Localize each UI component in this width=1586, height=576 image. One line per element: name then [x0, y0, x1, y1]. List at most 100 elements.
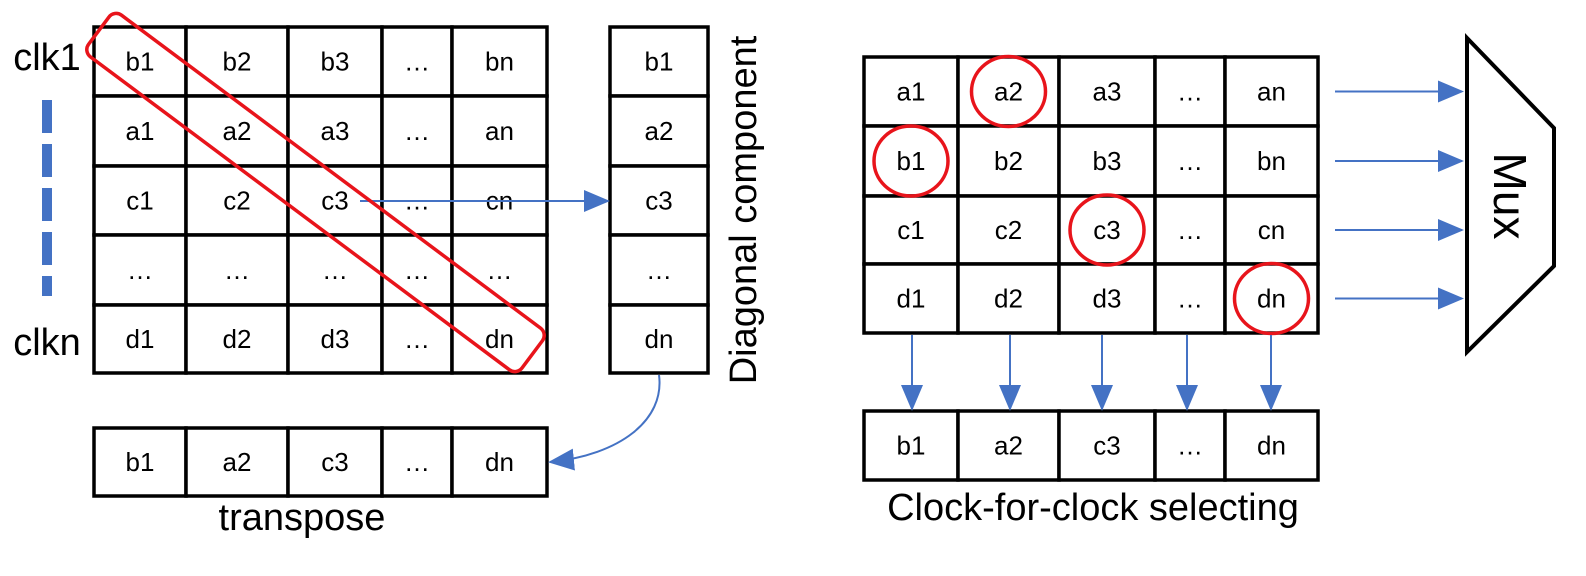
cell-border — [380, 426, 454, 498]
matrix-cell: a3 — [1057, 55, 1157, 128]
cell-border — [608, 25, 710, 98]
matrix-cell: d3 — [1057, 262, 1157, 335]
matrix-cell: a2 — [184, 94, 290, 168]
cell-label: dn — [1257, 284, 1286, 314]
cell-label: a1 — [126, 116, 155, 146]
cell-label: … — [1177, 215, 1203, 245]
matrix-cell: d2 — [956, 262, 1061, 335]
cell-border — [286, 303, 384, 375]
cell-label: b2 — [223, 47, 252, 77]
cell-label: a2 — [223, 447, 252, 477]
cell-border — [450, 94, 549, 168]
matrix-cell: … — [1153, 124, 1227, 198]
cell-label: … — [404, 324, 430, 354]
matrix-cell: c2 — [184, 164, 290, 237]
overlay-layer — [85, 11, 1464, 471]
cell-label: … — [322, 255, 348, 285]
cell-label: … — [404, 447, 430, 477]
diagonal-cell: c3 — [608, 164, 710, 237]
matrix-cell: … — [380, 94, 454, 168]
transpose-cell: … — [380, 426, 454, 498]
cell-label: … — [1177, 431, 1203, 461]
cell-label: c2 — [223, 186, 250, 216]
cell-label: dn — [485, 324, 514, 354]
cell-label: cn — [1258, 215, 1285, 245]
selected-cell-circle — [1068, 193, 1146, 267]
cell-label: b2 — [994, 146, 1023, 176]
cell-label: d3 — [1093, 284, 1122, 314]
cell-border — [862, 124, 960, 198]
diagonal-cell: b1 — [608, 25, 710, 98]
cell-label: a2 — [994, 431, 1023, 461]
cell-border — [286, 426, 384, 498]
cell-label: b1 — [897, 431, 926, 461]
matrix-cell: … — [380, 233, 454, 307]
transpose-cell: a2 — [184, 426, 290, 498]
diagonal-cell: dn — [608, 303, 710, 375]
matrix-cell: a2 — [956, 55, 1061, 128]
cell-label: bn — [1257, 146, 1286, 176]
cell-label: b3 — [1093, 146, 1122, 176]
cell-border — [1153, 262, 1227, 335]
selected-cell: c3 — [1057, 409, 1157, 482]
cell-label: a2 — [645, 116, 674, 146]
transpose-cell: dn — [450, 426, 549, 498]
cell-label: a1 — [897, 77, 926, 107]
cell-label: … — [404, 255, 430, 285]
cell-label: dn — [645, 324, 674, 354]
mux-block — [1465, 33, 1556, 357]
cell-label: c3 — [1093, 431, 1120, 461]
diagonal-highlight — [85, 11, 546, 374]
cell-label: … — [1177, 77, 1203, 107]
cell-label: d2 — [223, 324, 252, 354]
matrix-cell: … — [380, 25, 454, 98]
transpose-cell: c3 — [286, 426, 384, 498]
cell-border — [956, 409, 1061, 482]
transpose-cell: b1 — [92, 426, 188, 498]
cell-border — [92, 426, 188, 498]
cell-border — [184, 164, 290, 237]
matrix-cell: an — [450, 94, 549, 168]
cell-label: … — [224, 255, 250, 285]
matrix-cell: b3 — [286, 25, 384, 98]
cell-label: a3 — [321, 116, 350, 146]
matrix-cell: a1 — [862, 55, 960, 128]
cell-label: b3 — [321, 47, 350, 77]
cell-border — [1057, 262, 1157, 335]
cell-label: … — [1177, 284, 1203, 314]
matrix-cell: b2 — [956, 124, 1061, 198]
selected-cell: dn — [1223, 409, 1320, 482]
selected-cell: a2 — [956, 409, 1061, 482]
cell-label: a2 — [994, 77, 1023, 107]
cell-label: … — [404, 116, 430, 146]
cell-label: d1 — [126, 324, 155, 354]
cell-label: a2 — [223, 116, 252, 146]
diagonal-cell: … — [608, 233, 710, 307]
cell-label: … — [127, 255, 153, 285]
clock-for-clock-caption: Clock-for-clock selecting — [887, 487, 1299, 529]
mux-label: Mux — [1484, 153, 1536, 240]
cell-label: b1 — [645, 47, 674, 77]
cell-label: c2 — [995, 215, 1022, 245]
matrix-cell: … — [184, 233, 290, 307]
matrix-cell: c1 — [92, 164, 188, 237]
cell-border — [608, 164, 710, 237]
cell-label: … — [1177, 146, 1203, 176]
cell-border — [862, 262, 960, 335]
cell-border — [956, 194, 1061, 266]
cell-label: an — [1257, 77, 1286, 107]
matrix-cell: a3 — [286, 94, 384, 168]
matrix-cell: cn — [1223, 194, 1320, 266]
matrix-cell: d3 — [286, 303, 384, 375]
cell-border — [286, 94, 384, 168]
matrix-cell: … — [1153, 55, 1227, 128]
cell-label: d3 — [321, 324, 350, 354]
cell-label: bn — [485, 47, 514, 77]
matrix-cell: c1 — [862, 194, 960, 266]
cell-border — [1223, 409, 1320, 482]
matrix-cell: … — [450, 233, 549, 307]
selected-cell: b1 — [862, 409, 960, 482]
